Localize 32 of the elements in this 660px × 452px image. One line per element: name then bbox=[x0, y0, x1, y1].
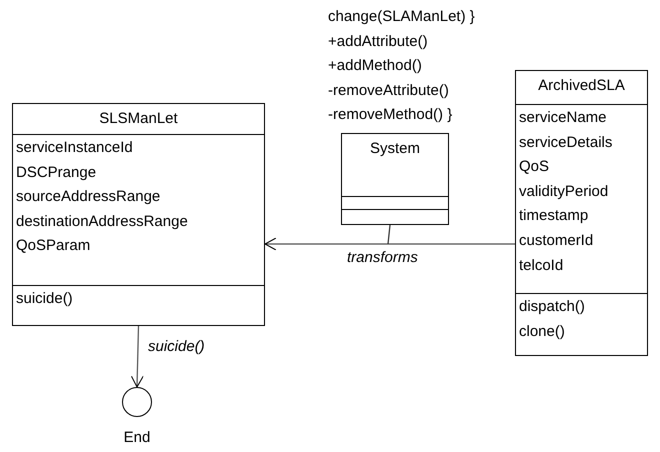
attribute-text: QoS bbox=[519, 157, 550, 178]
class-box bbox=[341, 133, 449, 225]
state-label: End bbox=[124, 428, 150, 448]
attribute-text: destinationAddressRange bbox=[16, 212, 188, 232]
method-text: clone() bbox=[519, 322, 565, 342]
arrow bbox=[264, 238, 515, 250]
class-box bbox=[515, 70, 648, 356]
note-text: +addAttribute() bbox=[328, 32, 428, 52]
end-state-circle bbox=[122, 387, 152, 417]
note-text: -removeMethod() } bbox=[328, 105, 452, 126]
attribute-text: sourceAddressRange bbox=[16, 187, 160, 208]
attribute-text: serviceInstanceId bbox=[16, 138, 133, 158]
class-name: System bbox=[370, 139, 420, 159]
method-text: dispatch() bbox=[519, 297, 585, 317]
attribute-text: telcoId bbox=[519, 256, 564, 276]
note-text: +addMethod() bbox=[328, 56, 422, 76]
class-box bbox=[12, 103, 265, 326]
attribute-text: serviceDetails bbox=[519, 132, 612, 153]
attribute-text: serviceName bbox=[519, 108, 607, 128]
edge-label: suicide() bbox=[146, 338, 207, 356]
attribute-text: timestamp bbox=[519, 206, 588, 226]
class-name: SLSManLet bbox=[99, 109, 178, 129]
attribute-text: QoSParam bbox=[16, 236, 90, 256]
arrow bbox=[130, 326, 144, 388]
attribute-text: validityPeriod bbox=[519, 182, 608, 202]
attribute-text: customerId bbox=[519, 230, 594, 251]
note-text: -removeAttribute() bbox=[328, 80, 449, 101]
note-text: change(SLAManLet) } bbox=[328, 7, 475, 27]
attribute-text: DSCPrange bbox=[16, 162, 96, 183]
method-text: suicide() bbox=[16, 289, 73, 309]
class-name: ArchivedSLA bbox=[538, 76, 625, 96]
association-link bbox=[387, 224, 391, 244]
